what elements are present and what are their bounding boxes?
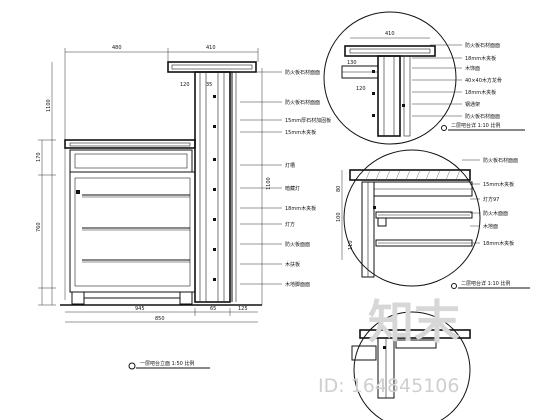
- detail-top-labels: 防火板石材面面 18mm木夹板 木饰面 40×40木方龙骨 18mm木夹板 钢通…: [465, 42, 502, 120]
- main-label: 18mm木夹板: [285, 205, 316, 212]
- detail-mid-dim: 100: [336, 212, 342, 222]
- dim-right-1: 1100: [266, 177, 272, 190]
- main-label: 暗藏灯: [285, 185, 300, 192]
- detail-top-dim: 410: [385, 31, 395, 37]
- detail-mid-label: 15mm木夹板: [483, 181, 514, 188]
- dim-top-2: 410: [206, 45, 216, 51]
- detail-top: 410 130 120 防火板石材面面: [323, 11, 525, 145]
- detail-bottom: [351, 311, 471, 420]
- detail-top-label: 木饰面: [465, 65, 480, 72]
- main-label: 15mm木夹板: [285, 129, 316, 136]
- main-label: 防火板石材面面: [285, 99, 320, 106]
- dim-left-1: 170: [36, 152, 42, 162]
- dim-left-3: 1100: [46, 99, 52, 112]
- dim-inner-1: 120: [180, 82, 190, 88]
- detail-mid-labels: 防火板石材面面 15mm木夹板 灯方97 防火木面面 木地面 18mm木夹板: [483, 157, 518, 247]
- detail-top-label: 防火板石材面面: [465, 113, 500, 120]
- dim-top-1: 480: [112, 45, 122, 51]
- main-elevation: 480 410 170 760 1100 1100: [36, 45, 331, 370]
- detail-top-leaders: [412, 44, 462, 117]
- detail-top-markers: [372, 70, 405, 117]
- main-label: 木扶板: [285, 261, 300, 268]
- dim-bottom-3: 125: [238, 306, 248, 312]
- detail-top-title: 二层吧台详 1:10 比例: [451, 122, 500, 129]
- main-leaders: [240, 71, 282, 285]
- dim-bottom-2: 65: [210, 306, 216, 312]
- column-markers: [213, 95, 216, 281]
- detail-mid-title: 二层吧台详 1:10 比例: [461, 280, 510, 287]
- main-label: 防火板石材面面: [285, 69, 320, 76]
- dim-bottom-1: 945: [135, 306, 145, 312]
- detail-top-label: 18mm木夹板: [465, 55, 496, 62]
- detail-top-dim-small: 120: [356, 86, 366, 92]
- detail-mid-label: 18mm木夹板: [483, 240, 514, 247]
- detail-mid-leaders: [462, 159, 480, 244]
- detail-mid-label: 防火木面面: [483, 210, 508, 217]
- watermark: 知末 ID: 164845106: [318, 295, 460, 397]
- dim-inner-2: 35: [206, 82, 212, 88]
- watermark-id: ID: 164845106: [318, 375, 459, 397]
- detail-top-label: 钢通架: [465, 101, 480, 108]
- detail-top-label: 18mm木夹板: [465, 89, 496, 96]
- main-labels: 防火板石材面面 防火板石材面面 15mm厚石材加固板 15mm木夹板 灯槽 暗藏…: [285, 69, 331, 288]
- detail-mid-label: 防火板石材面面: [483, 157, 518, 164]
- dim-bottom-total: 850: [155, 316, 165, 322]
- detail-mid-label: 灯方97: [483, 196, 499, 203]
- detail-mid-hatch: [365, 169, 461, 181]
- main-label: 灯方: [285, 221, 295, 228]
- main-label: 防火板面面: [285, 241, 310, 248]
- detail-top-label: 40×40木方龙骨: [465, 77, 502, 84]
- detail-top-dim-small: 130: [347, 60, 357, 66]
- main-label: 灯槽: [285, 162, 295, 169]
- watermark-logo: 知末: [368, 295, 460, 349]
- detail-mid-label: 木地面: [483, 223, 498, 230]
- detail-mid-dim: 110: [348, 240, 354, 250]
- detail-mid-dim: 80: [336, 186, 342, 192]
- main-label: 木地脚面面: [285, 281, 310, 288]
- detail-mid: 80 100 110 防火板石材面面 15mm木夹板 灯方97 防火木面面 木地…: [336, 149, 530, 289]
- main-title: 一层吧台立面 1:50 比例: [140, 360, 194, 367]
- detail-top-label: 防火板石材面面: [465, 42, 500, 49]
- main-label: 15mm厚石材加固板: [285, 117, 331, 124]
- dim-left-2: 760: [36, 222, 42, 232]
